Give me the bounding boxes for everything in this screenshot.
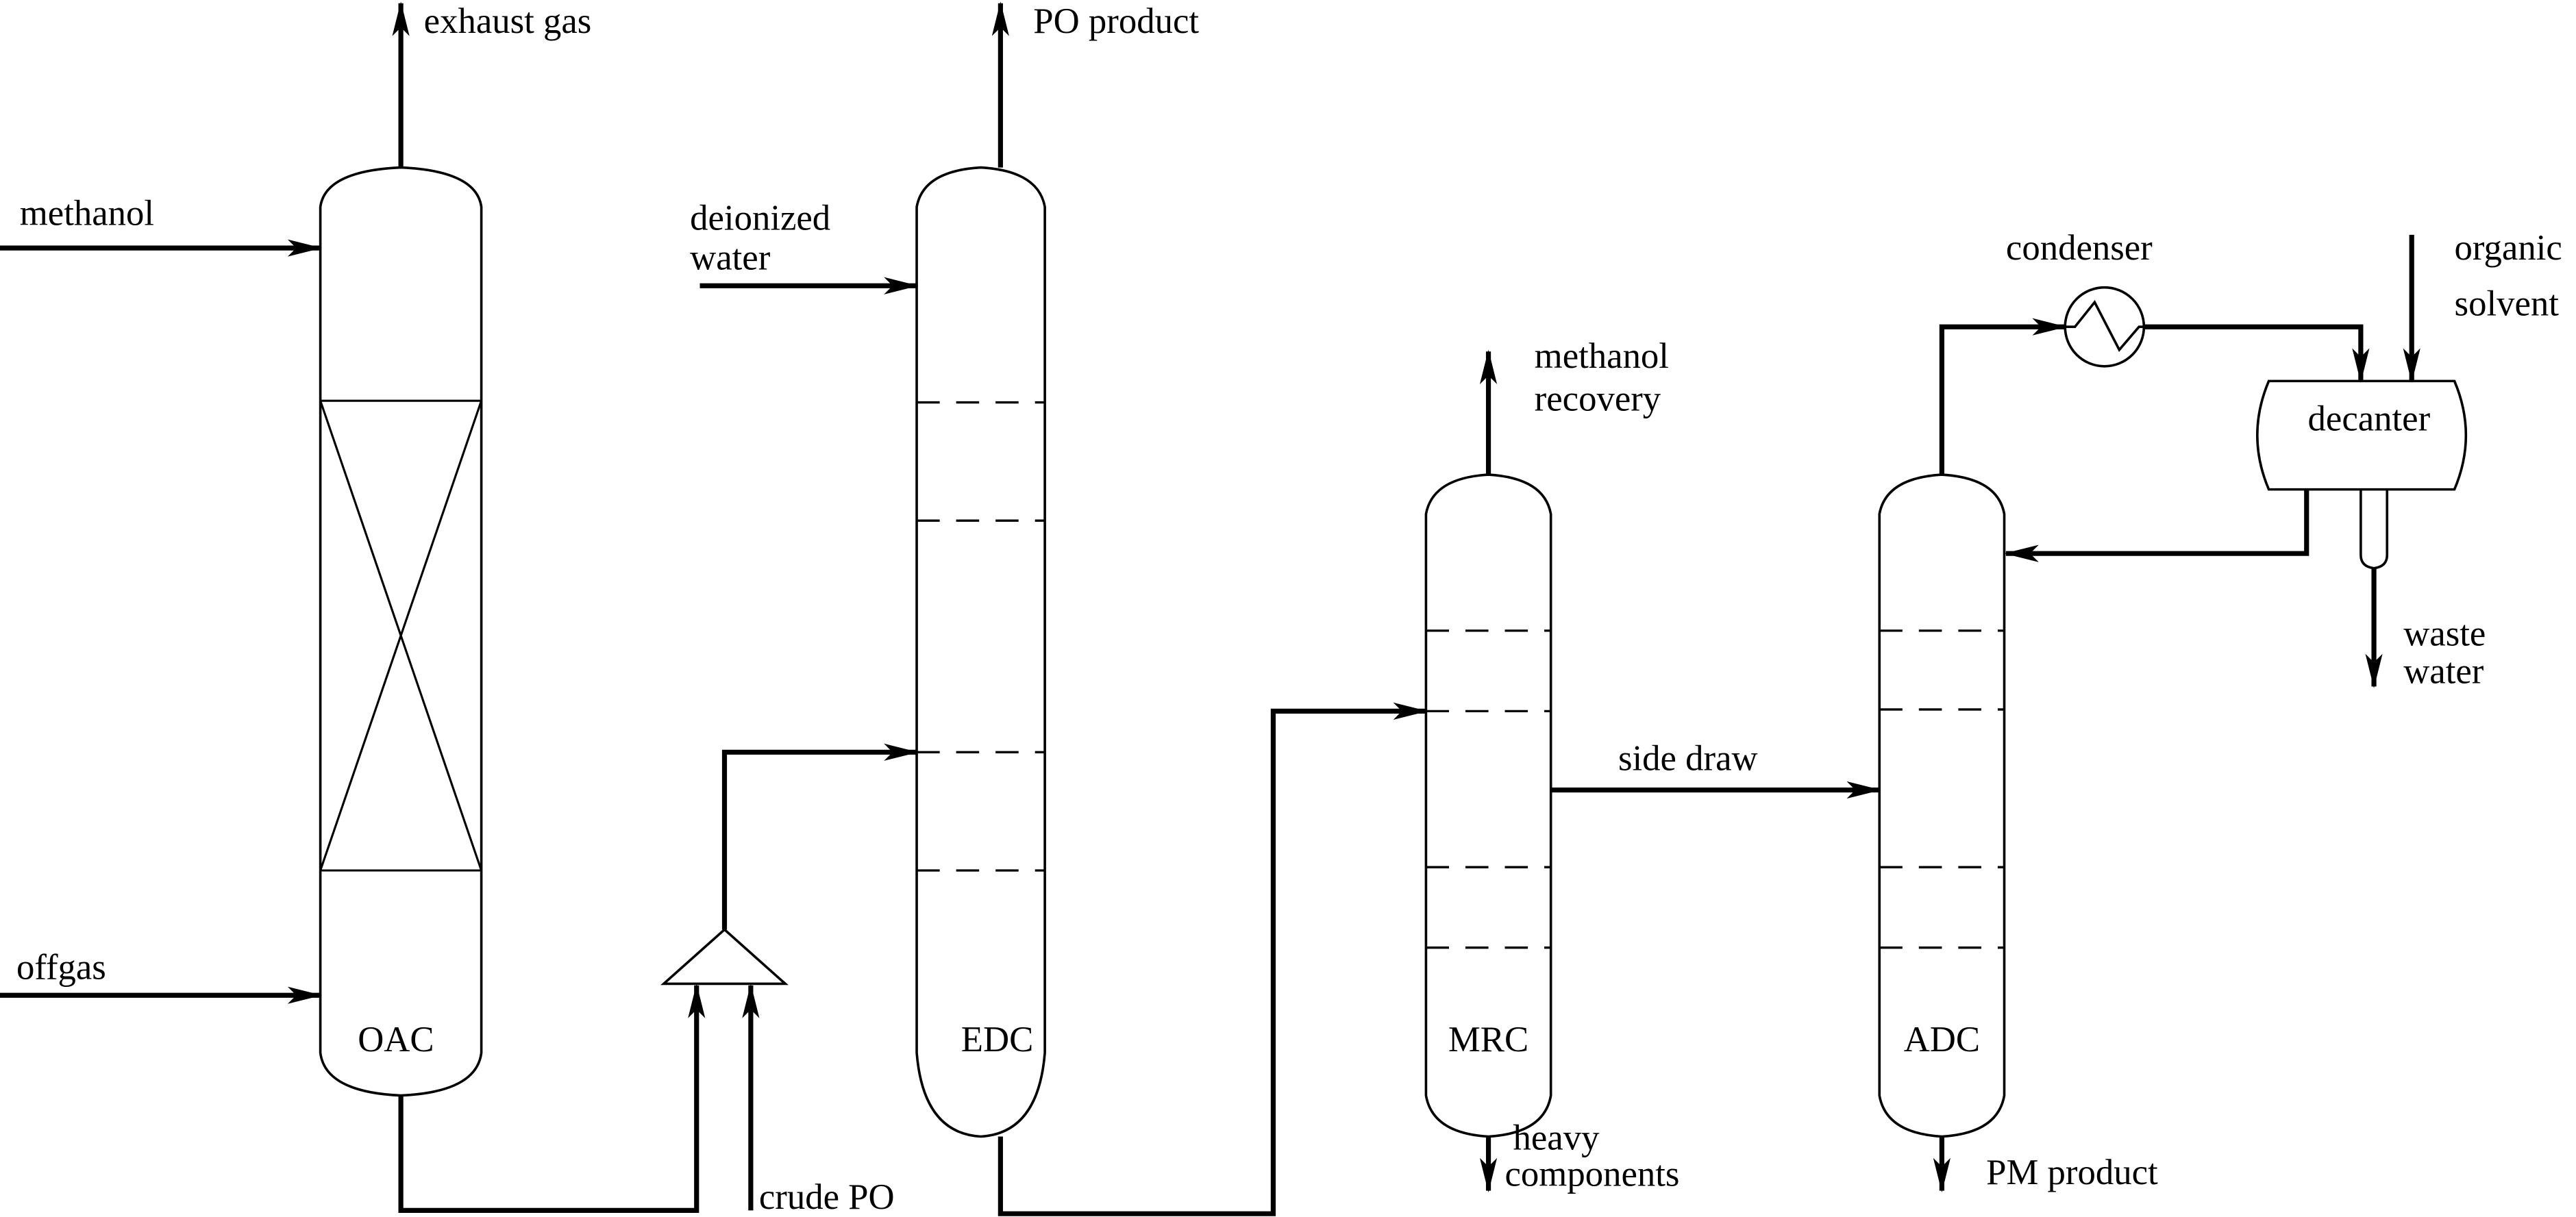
mrc-column: MRC — [1424, 473, 1552, 1138]
methanol-recovery-label-line1: methanol — [1535, 336, 1669, 376]
organic-solvent-label-line2: solvent — [2455, 284, 2560, 323]
oac-shell — [319, 166, 483, 1097]
mrc-label: MRC — [1448, 1020, 1528, 1059]
edc-shell — [915, 166, 1046, 1138]
deionized-water-label-line1: deionized — [690, 199, 830, 238]
edc-column: EDC — [915, 166, 1046, 1138]
decanter-shell — [2256, 379, 2468, 491]
crude-po-label: crude PO — [759, 1177, 895, 1217]
po-product-label: PO product — [1033, 1, 1199, 41]
condenser-coil — [2065, 299, 2144, 352]
edc-label: EDC — [961, 1020, 1033, 1059]
oac-label: OAC — [358, 1020, 434, 1059]
decanter: decanter — [2256, 379, 2468, 570]
adc-label: ADC — [1904, 1020, 1980, 1059]
heavy-components-label-line2: components — [1505, 1154, 1680, 1194]
oac-column: OAC — [319, 166, 483, 1097]
offgas-label: offgas — [16, 947, 106, 987]
edc-bottoms-stream — [998, 702, 1428, 1216]
oac-bottoms-stream — [398, 983, 706, 1214]
pm-product-label: PM product — [1986, 1153, 2158, 1192]
waste-water-label-line2: water — [2403, 652, 2484, 692]
oac-packing-diagonal-2 — [319, 400, 483, 871]
adc-overhead-stream — [1939, 318, 2067, 475]
mixer-icon — [660, 927, 789, 986]
decanter-boot — [2360, 489, 2389, 570]
heavy-components-label-line1: heavy — [1513, 1118, 1600, 1158]
organic-solvent-label-line1: organic — [2455, 228, 2562, 268]
methanol-feed-label: methanol — [20, 194, 154, 234]
mrc-shell — [1424, 473, 1552, 1138]
condenser: condenser — [2006, 228, 2153, 368]
methanol-recovery-label-line2: recovery — [1535, 379, 1661, 419]
reflux-stream — [2004, 489, 2309, 562]
side-draw-label: side draw — [1618, 739, 1758, 779]
exhaust-gas-label: exhaust gas — [424, 1, 592, 41]
condensate-stream — [2144, 324, 2370, 383]
mixer-outlet-stream — [721, 743, 919, 930]
waste-water-label-line1: waste — [2403, 614, 2486, 653]
condenser-label: condenser — [2006, 228, 2153, 268]
deionized-water-label-line2: water — [690, 238, 771, 277]
decanter-label: decanter — [2308, 399, 2431, 438]
condenser-icon — [2064, 286, 2146, 368]
adc-shell — [1878, 473, 2006, 1138]
adc-column: ADC — [1878, 473, 2006, 1138]
